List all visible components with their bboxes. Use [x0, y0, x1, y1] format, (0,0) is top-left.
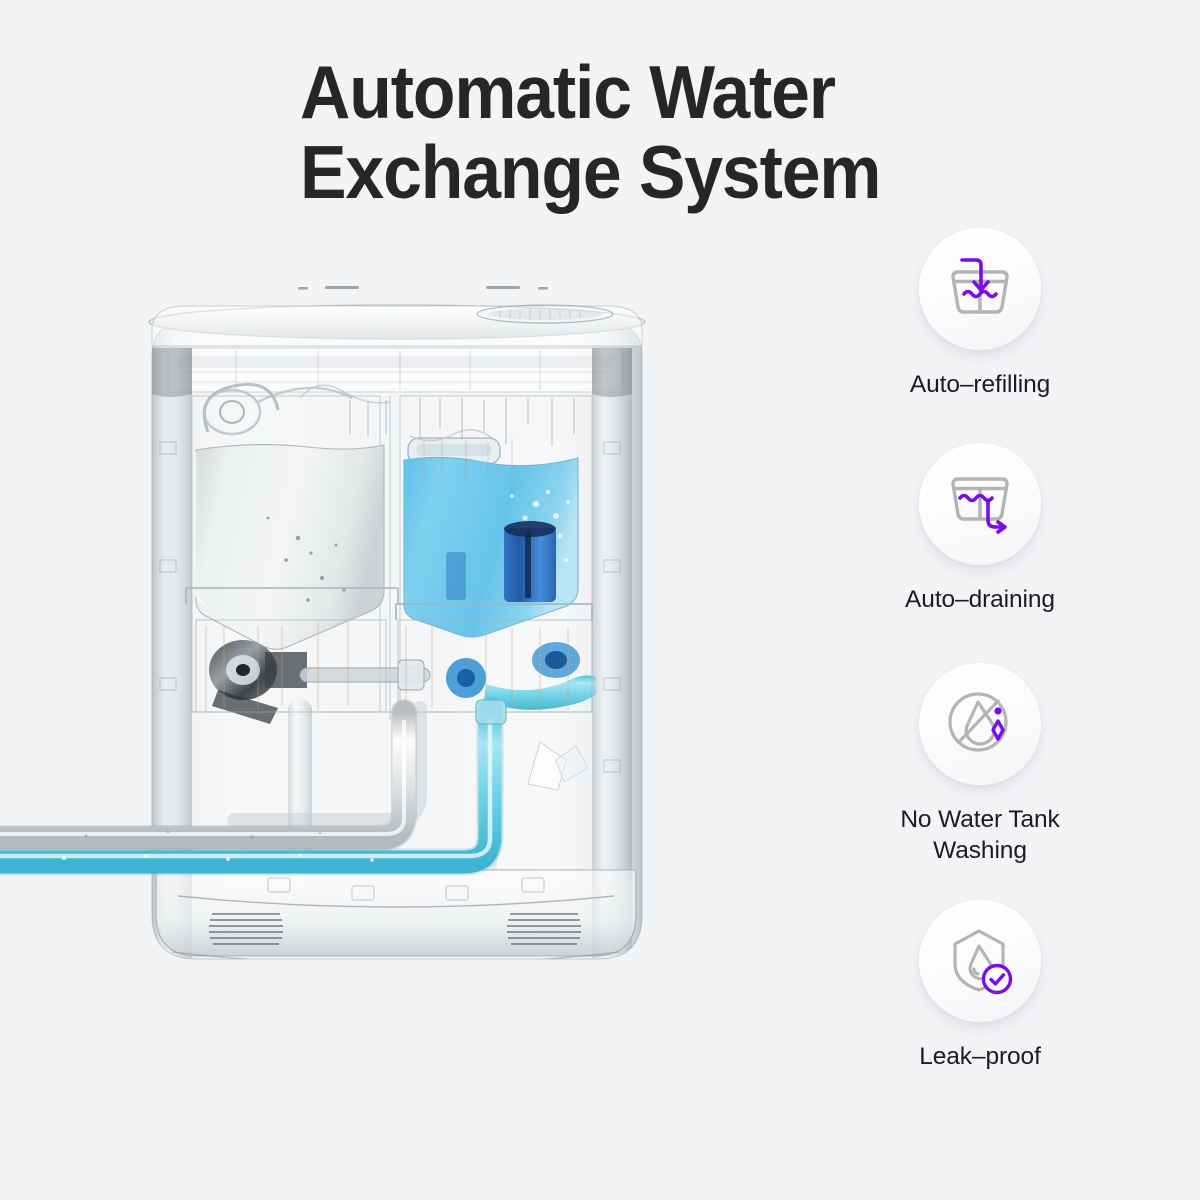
feature-item-no-water-tank-washing[interactable]: No Water Tank Washing [855, 663, 1105, 866]
base-tray [155, 859, 637, 959]
feature-label: Auto–draining [905, 586, 1055, 613]
leak-proof-shield-icon [919, 900, 1041, 1022]
feature-label-line-1: No Water Tank [900, 806, 1060, 833]
auto-refill-tank-icon [919, 228, 1041, 350]
tubing-harness [299, 384, 575, 446]
feature-label: Auto–refilling [909, 371, 1051, 398]
inner-rail [169, 347, 623, 393]
page-title-line-2: Exchange System [300, 130, 881, 214]
product-illustration [0, 286, 646, 960]
feature-item-auto-refilling[interactable]: Auto–refilling [855, 228, 1105, 400]
water-pump [446, 521, 556, 602]
machinery-deck [195, 619, 596, 724]
feature-item-leak-proof[interactable]: Leak–proof [855, 900, 1105, 1072]
feature-label-line-2: Washing [933, 837, 1027, 864]
feature-item-auto-draining[interactable]: Auto–draining [855, 443, 1105, 615]
clean-water-tank [395, 437, 593, 638]
feature-label: No Water Tank Washing [855, 804, 1105, 866]
feature-label: Leak–proof [919, 1043, 1041, 1070]
hose-group [0, 696, 507, 876]
dirty-water-tank [185, 382, 399, 650]
no-water-tank-washing-icon [919, 663, 1041, 785]
auto-drain-tank-icon [919, 443, 1041, 565]
page-title: Automatic Water Exchange System [300, 52, 970, 212]
page-title-line-1: Automatic Water [300, 50, 836, 134]
product-image [0, 260, 840, 1080]
